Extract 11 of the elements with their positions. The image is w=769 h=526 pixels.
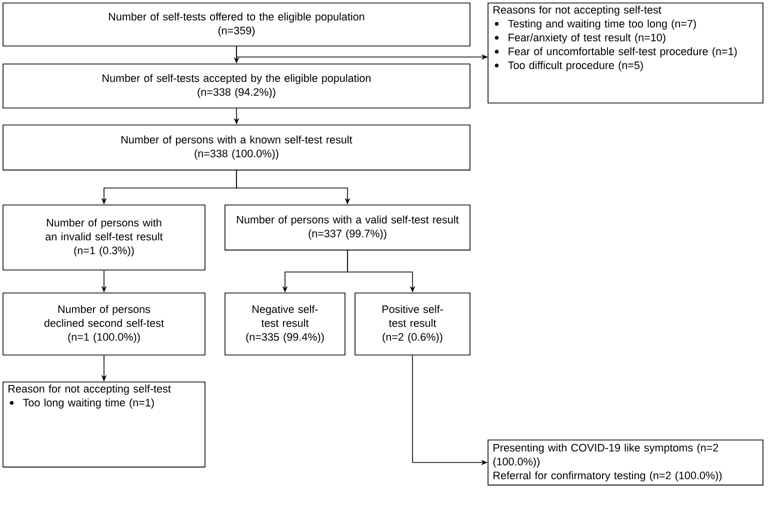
process-box: Number of self-tests offered to the eligible population (n=359)	[2, 2, 470, 46]
process-box: Number of persons declined second self-test (n=1 (100.0%))	[2, 292, 206, 356]
process-box: Number of persons with an invalid self-test result (n=1 (0.3%))	[2, 204, 206, 270]
process-box: Number of persons with a valid self-test result (n=337 (99.7%))	[224, 204, 470, 250]
process-box: Negative self-test result (n=335 (99.4%))	[224, 292, 346, 356]
process-box: Number of persons with a known self-test result (n=338 (100.0%))	[2, 124, 470, 170]
process-box: Number of self-tests accepted by the eligible population (n=338 (94.2%))	[2, 64, 470, 108]
list-box: Presenting with COVID-19 like symptoms (n=2 (100.0%)) Referral for confirmatory testing (n=2 (100.0%))	[488, 440, 764, 486]
list-box: Reasons for not accepting self-test Testing and waiting time too long (n=7) Fear/anxiety of test result (n=10) Fear of uncomfortable self-test procedure (n=1) Too difficult procedure (n=5)	[488, 2, 764, 104]
list-box: Reason for not accepting self-test Too long waiting time (n=1)	[2, 382, 206, 468]
process-box: Positive self-test result (n=2 (0.6%))	[354, 292, 470, 356]
